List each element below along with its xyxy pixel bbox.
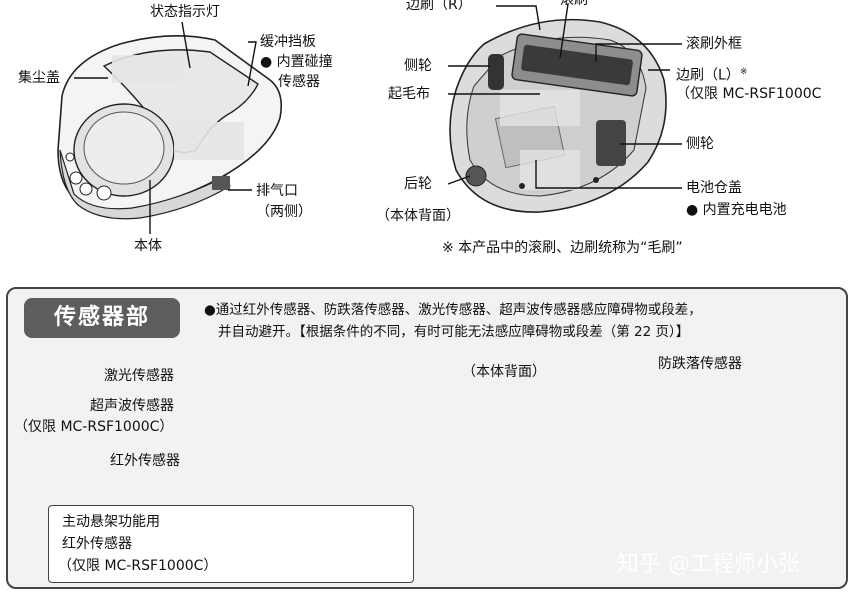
robot-bottom-view [449, 18, 667, 213]
label-status-light: 状态指示灯 [150, 4, 220, 20]
label-side-wheel-left: 侧轮 [404, 58, 432, 74]
watermark: 知乎 @工程师小张 [617, 552, 800, 577]
footnote-brush: ※ 本产品中的滚刷、边刷统称为“毛刷” [442, 240, 683, 256]
label-ultrasonic-sensor: 超声波传感器 [90, 398, 174, 414]
section-title-background [24, 298, 180, 338]
label-cliff-sensor: 防跌落传感器 [658, 356, 742, 372]
label-roll-frame: 滚刷外框 [686, 36, 742, 52]
label-exhaust-both-sides: （两侧） [256, 204, 312, 220]
label-suspension-line2: 红外传感器 [62, 536, 132, 552]
label-back-view-panel: （本体背面） [462, 364, 546, 380]
label-exhaust: 排气口 [256, 183, 298, 199]
label-dust-cover: 集尘盖 [18, 70, 60, 86]
label-ultrasonic-model: （仅限 MC-RSF1000C） [14, 419, 174, 435]
sensor-description-line1: ●通过红外传感器、防跌落传感器、激光传感器、超声波传感器感应障碍物或段差， [204, 302, 702, 318]
label-bumper-sensor: ● 内置碰撞 [260, 54, 333, 70]
label-body: 本体 [134, 238, 162, 254]
label-side-wheel-right: 侧轮 [686, 136, 714, 152]
label-bumper: 缓冲挡板 [260, 34, 316, 50]
suspension-inset-box [48, 505, 414, 583]
label-suspension-line1: 主动悬架功能用 [62, 514, 160, 530]
label-infrared-sensor: 红外传感器 [110, 453, 180, 469]
label-battery-cover: 电池仓盖 [686, 180, 742, 196]
label-side-brush-l: 边刷（L）※ [676, 67, 748, 84]
label-rear-wheel: 后轮 [404, 176, 432, 192]
section-title: 传感器部 [53, 305, 150, 330]
label-side-brush-r: 边刷（R） [406, 0, 472, 13]
label-pile-cloth: 起毛布 [388, 86, 430, 102]
label-battery-note: ● 内置充电电池 [686, 202, 787, 218]
label-laser-sensor: 激光传感器 [104, 368, 174, 384]
label-suspension-line3: （仅限 MC-RSF1000C） [58, 558, 218, 574]
label-back-view-top: （本体背面） [376, 208, 460, 224]
sensor-description-line2: 并自动避开。【根据条件的不同，有时可能无法感应障碍物或段差（第 22 页）】 [218, 324, 690, 340]
robot-top-view [57, 35, 283, 220]
label-roll-brush: 滚刷 [560, 0, 588, 8]
label-model-only: （仅限 MC-RSF1000C [676, 86, 822, 102]
label-bumper-sensor-2: 传感器 [278, 74, 320, 90]
